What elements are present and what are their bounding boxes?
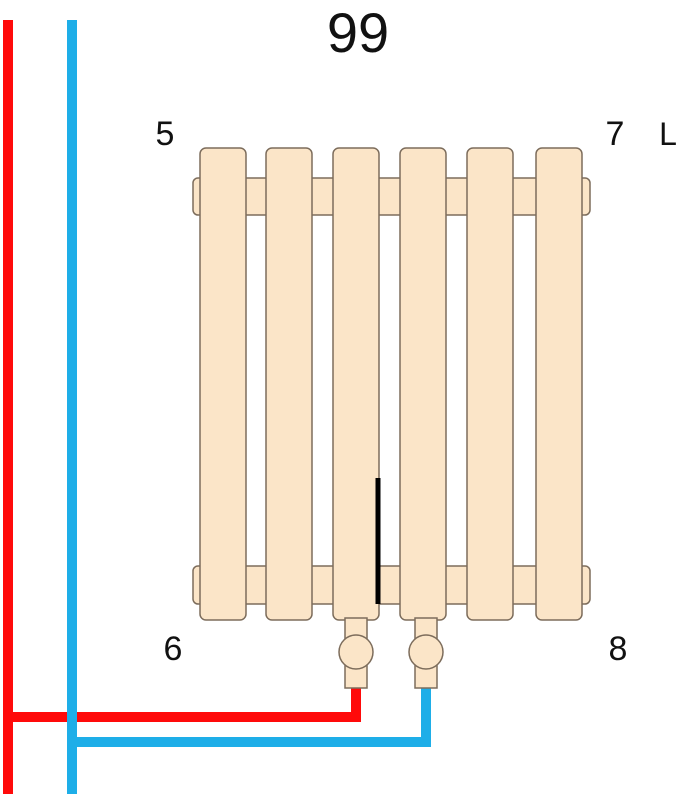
cold-return-pipe <box>72 688 431 747</box>
radiator <box>192 147 591 621</box>
radiator-section <box>466 147 514 621</box>
label-top-left: 5 <box>156 115 175 153</box>
pipes <box>3 20 431 794</box>
radiator-section <box>265 147 313 621</box>
hot-supply-pipe <box>8 688 361 722</box>
radiator-section <box>332 147 380 621</box>
label-bottom-right: 8 <box>609 630 628 668</box>
top-header-bar <box>192 177 591 216</box>
radiator-section <box>199 147 247 621</box>
valve-ball <box>408 634 444 670</box>
label-bottom-left: 6 <box>164 630 183 668</box>
valve-ball <box>338 634 374 670</box>
radiator-section <box>535 147 583 621</box>
radiator-section <box>399 147 447 621</box>
diagram-title: 99 <box>327 1 389 64</box>
return-valve <box>408 617 444 689</box>
label-top-right: 7 <box>606 115 625 153</box>
label-side: L <box>659 116 677 152</box>
valves <box>338 617 444 689</box>
supply-valve <box>338 617 374 689</box>
bottom-header-bar <box>192 565 591 605</box>
